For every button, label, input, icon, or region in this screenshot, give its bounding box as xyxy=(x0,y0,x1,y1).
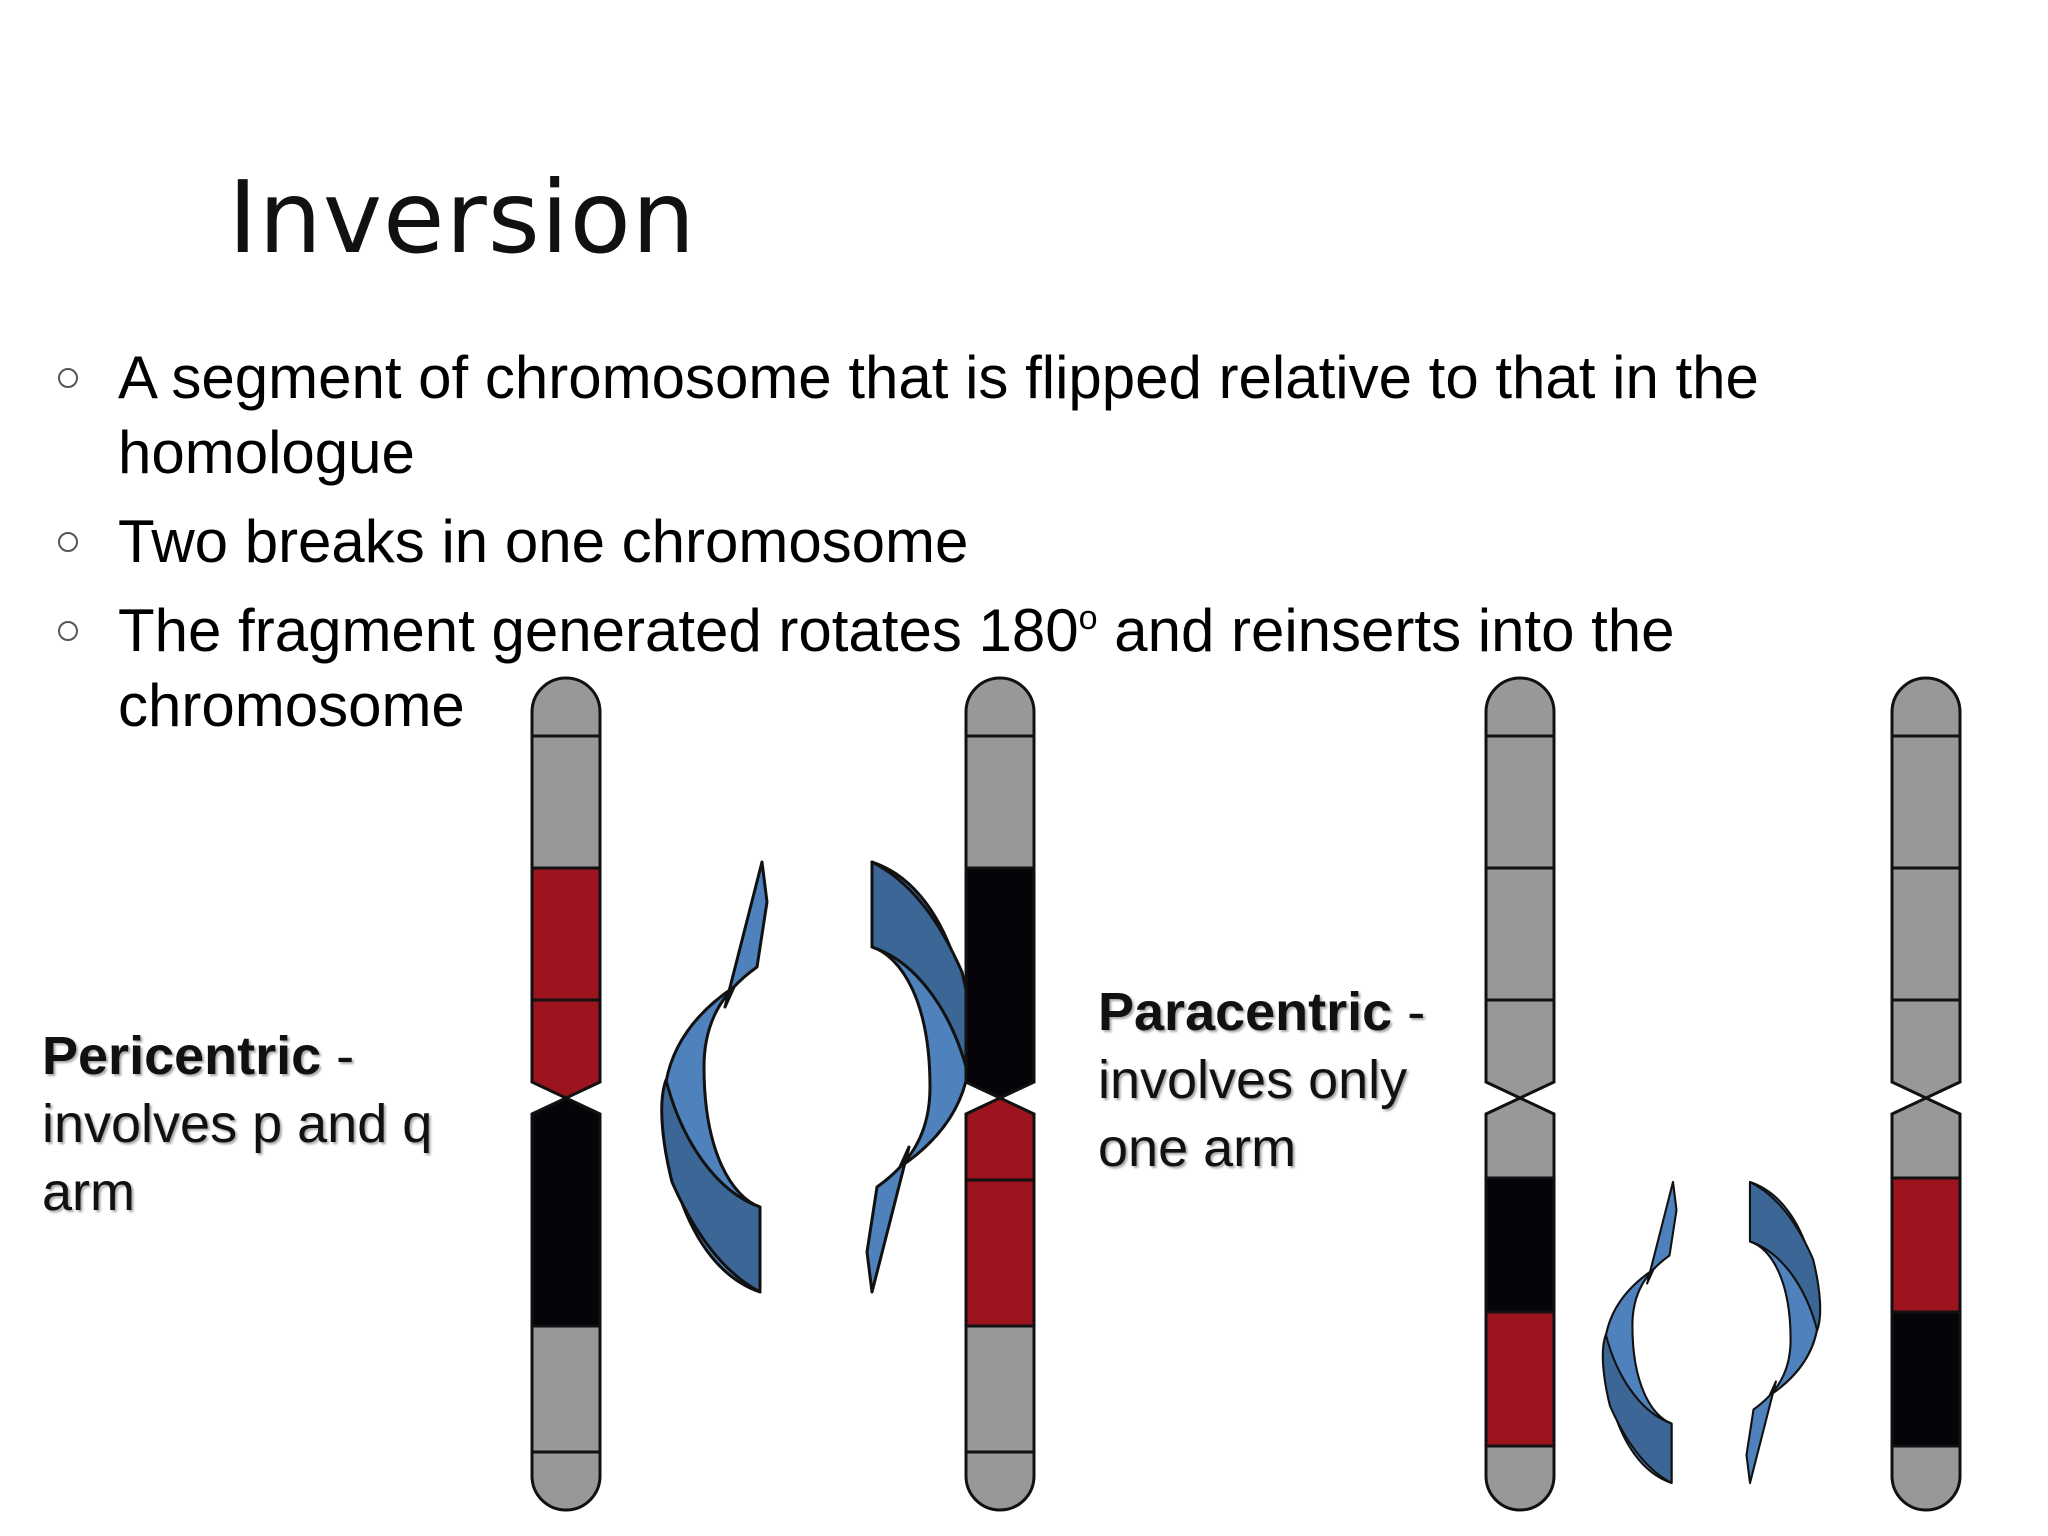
bullet-item: The fragment generated rotates 180o and … xyxy=(56,593,1956,743)
chromosome-pericentric-original xyxy=(530,676,602,1512)
pericentric-label: Pericentric - involves p and q arm xyxy=(42,1022,482,1226)
bullet-circle-icon xyxy=(58,621,78,641)
bullet-item: Two breaks in one chromosome xyxy=(56,504,1956,579)
bullet-text-after: and reinserts into the chromosome xyxy=(118,597,1675,739)
bullet-list: A segment of chromosome that is flipped … xyxy=(56,340,1956,757)
bullet-text: A segment of chromosome that is flipped … xyxy=(118,344,1759,486)
chromosome-paracentric-original xyxy=(1484,676,1556,1512)
bullet-text-before: The fragment generated rotates 180 xyxy=(118,597,1079,664)
paracentric-term: Paracentric xyxy=(1098,982,1393,1042)
chromosome-paracentric-inverted xyxy=(1890,676,1962,1512)
rotation-arrows-icon xyxy=(1601,1180,1822,1485)
chromosome-pericentric-inverted xyxy=(964,676,1036,1512)
paracentric-label: Paracentric - involves only one arm xyxy=(1098,978,1478,1182)
paracentric-description: involves only one arm xyxy=(1098,1050,1408,1178)
bullet-circle-icon xyxy=(58,532,78,552)
pericentric-dash: - xyxy=(321,1026,355,1086)
bullet-text: Two breaks in one chromosome xyxy=(118,508,969,575)
slide-title: Inversion xyxy=(228,159,697,276)
pericentric-description: involves p and q arm xyxy=(42,1094,433,1222)
degree-superscript: o xyxy=(1078,599,1098,637)
pericentric-term: Pericentric xyxy=(42,1026,322,1086)
bullet-item: A segment of chromosome that is flipped … xyxy=(56,340,1956,490)
bullet-circle-icon xyxy=(58,368,78,388)
rotation-arrows-icon xyxy=(660,860,974,1294)
paracentric-dash: - xyxy=(1392,982,1426,1042)
